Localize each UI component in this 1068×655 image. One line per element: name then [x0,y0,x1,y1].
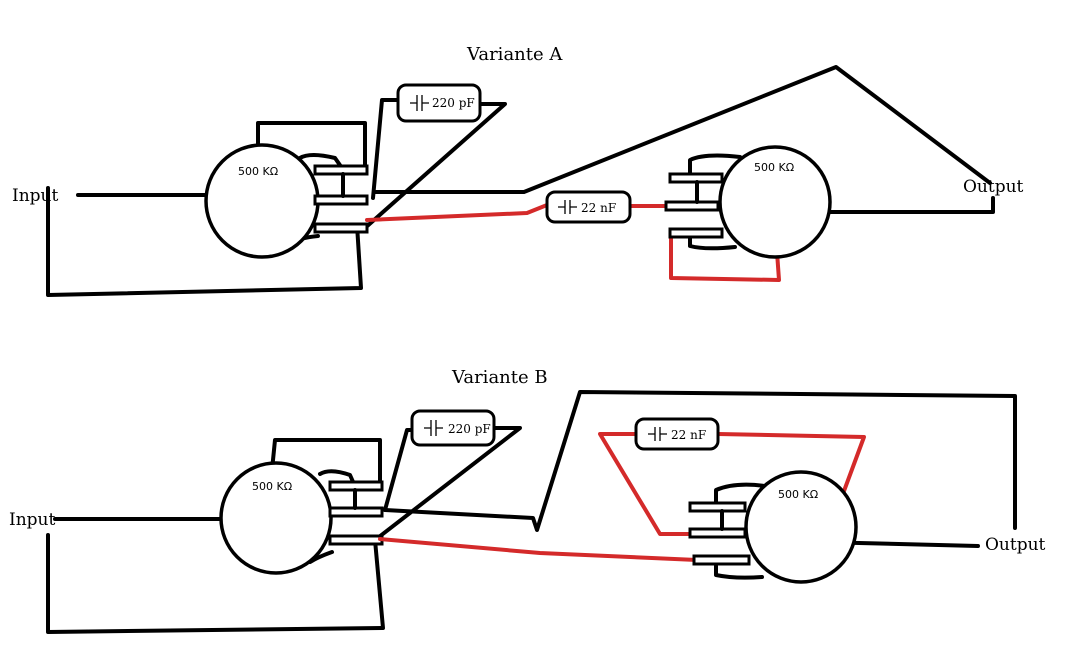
variant-b-tone-pot: 500 KΩ [688,470,858,584]
variant-b-title: Variante B [451,367,548,388]
pot1-body [204,143,320,259]
pot2-lug-lead-top [688,153,742,178]
cap-small-left-lead [383,428,416,512]
cap-small-left-lead [371,98,402,200]
pot2-lug-1 [688,501,747,513]
cap-small-body [410,409,496,447]
input-label: Input [9,510,55,530]
bypass-wire [373,65,992,194]
tone-red-wire [365,203,549,222]
pot1-top-wire [256,121,367,170]
pot1-label: 500 KΩ [238,165,278,178]
pot2-lug-lead-top [714,482,767,505]
variant-a-tone-pot: 500 KΩ [664,145,832,259]
cap-small-right-lead [373,426,522,542]
pot1-label: 500 KΩ [252,480,292,493]
pot2-lug-3 [668,227,724,239]
cap-large-label: 22 nF [581,201,616,215]
input-label: Input [12,186,58,206]
pot2-body [718,145,832,259]
capacitor-symbol-icon [424,420,443,436]
cap-large-body [634,417,720,451]
pot1-body [219,461,333,575]
pot2-body [744,470,858,584]
variant-a-cap-22nf: 22 nF [545,190,632,224]
capacitor-symbol-icon [410,95,429,111]
capacitor-symbol-icon [648,427,667,441]
variant-b: Variante B 500 KΩ 220 pF [9,367,1046,634]
pot1-lug-lead-top [298,153,344,170]
pot1-lug-2 [313,194,369,206]
variant-a-black-wires [46,65,995,297]
tone-red-wire [378,537,699,562]
pot2-lug-lead-bottom [714,564,764,580]
ground-wire [46,533,385,634]
cap-small-right-lead [363,102,507,230]
ground-wire [46,186,363,297]
pot1-lug-3 [313,222,369,234]
capacitor-symbol-icon [558,200,577,214]
cap-large-label: 22 nF [671,428,706,442]
variant-a-title: Variante A [466,44,563,65]
variant-a: Variante A 500 KΩ 220 pF [12,44,1024,297]
output-label: Output [985,535,1046,555]
cap-small-body [396,83,482,123]
pot2-label: 500 KΩ [754,161,794,174]
variant-a-cap-220pf: 220 pF [396,83,482,123]
variant-a-volume-pot: 500 KΩ [204,143,369,259]
pot2-lug-3 [692,554,751,566]
pot1-lug-1 [313,164,369,176]
pot2-ground-red-wire [669,232,781,282]
pot2-lug-lead-bottom [688,234,737,251]
variant-b-cap-22nf: 22 nF [634,417,720,451]
pot1-top-wire [270,438,382,484]
variant-b-black-wires [46,390,1017,634]
cap-small-label: 220 pF [448,422,491,436]
pot2-label: 500 KΩ [778,488,818,501]
cap-large-body [545,190,632,224]
variant-a-red-wires [365,203,781,282]
pot2-lug-2 [688,527,747,539]
output-wire [803,196,995,214]
pot2-lug-2 [664,200,720,212]
output-label: Output [963,177,1024,197]
bypass-wire [383,390,1017,532]
pot1-lug-3 [328,534,384,546]
cap-to-pot2-red-wire [598,432,692,536]
variant-b-cap-220pf: 220 pF [410,409,496,447]
cap-small-label: 220 pF [432,96,475,110]
pot1-lug-lead-top [318,469,356,486]
variant-b-volume-pot: 500 KΩ [219,461,384,575]
